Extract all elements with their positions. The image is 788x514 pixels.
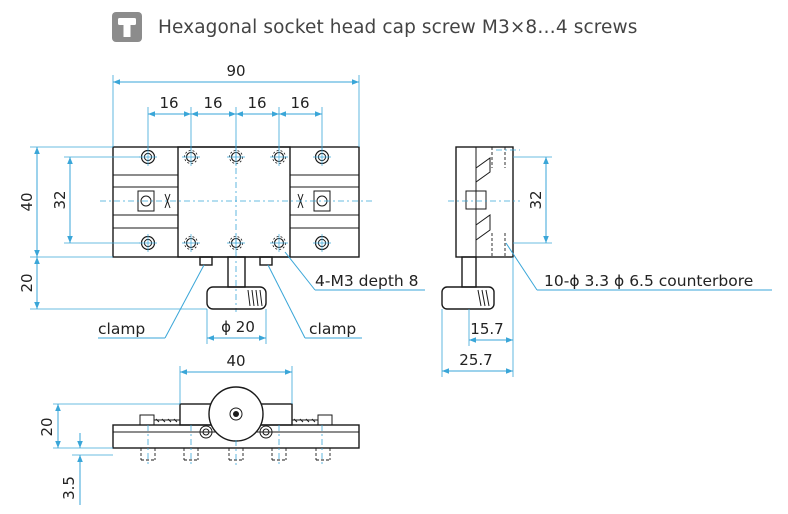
counterbore-hole [138,147,158,167]
counterbore-hole [138,233,158,253]
side-body [455,146,514,258]
front-dim-stage-width: 40 [226,352,245,370]
counterbore-hole [312,147,332,167]
header: Hexagonal socket head cap screw M3×8…4 s… [112,12,638,42]
side-knob-shaft [461,256,477,288]
tapped-hole [181,147,201,167]
front-dim-base-thickness: 3.5 [60,476,78,500]
tapped-hole [269,233,289,253]
tapped-hole [226,233,246,253]
tapped-hole [269,147,289,167]
clamp-knob [199,256,213,266]
side-dim-hole-spacing: 32 [527,190,545,209]
dim-knob-diameter: ϕ 20 [221,318,255,336]
dim-pitch: 16 [159,94,178,112]
front-dim-height: 20 [38,417,56,436]
dim-overall-width: 90 [226,62,245,80]
feed-knob [206,286,267,310]
tapped-hole [226,147,246,167]
dim-height: 40 [18,192,36,211]
counterbore-hole [312,233,332,253]
dim-knob-offset: 20 [18,273,36,292]
screw-title: Hexagonal socket head cap screw M3×8…4 s… [158,16,638,38]
tapped-holes-label: 4-M3 depth 8 [315,272,419,290]
side-dim-offset-2: 25.7 [459,351,492,369]
dim-pitch: 16 [203,94,222,112]
clamp-label-right: clamp [309,320,356,338]
top-view: 90 16 16 16 16 40 20 32 ϕ 20 [18,62,425,344]
dim-pitch: 16 [290,94,309,112]
feed-shaft [227,256,246,288]
dim-pitch: 16 [247,94,266,112]
dim-hole-spacing: 32 [51,190,69,209]
side-view: 32 10-ϕ 3.3 ϕ 6.5 counterbore 15.7 25.7 [441,146,772,377]
front-view: 40 20 3.5 [38,352,360,505]
tapped-hole [181,233,201,253]
side-dim-offset-1: 15.7 [470,320,503,338]
clamp-knob [259,256,273,266]
screw-icon [112,12,142,42]
counterbore-label: 10-ϕ 3.3 ϕ 6.5 counterbore [544,272,753,290]
clamp-label-left: clamp [98,320,145,338]
side-knob [441,286,495,310]
